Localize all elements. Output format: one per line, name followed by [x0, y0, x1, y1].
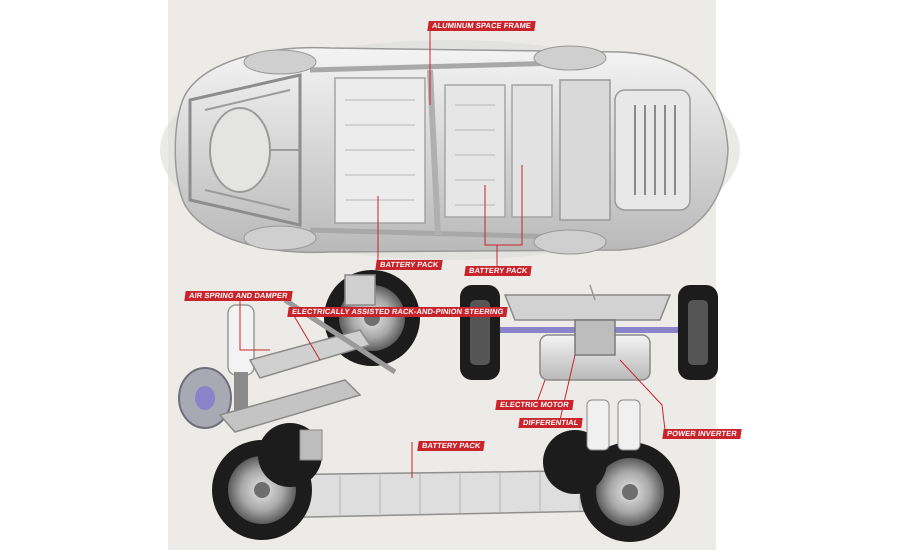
callout-differential: DIFFERENTIAL [518, 418, 584, 428]
callout-battery-pack-right: BATTERY PACK [464, 266, 533, 276]
callout-aluminum-space-frame: ALUMINUM SPACE FRAME [427, 21, 536, 31]
callout-power-inverter: POWER INVERTER [662, 429, 742, 439]
callout-battery-pack-left: BATTERY PACK [375, 260, 444, 270]
rear-drive-unit [460, 284, 718, 381]
callout-electric-motor: ELECTRIC MOTOR [495, 400, 574, 410]
rolling-chassis [212, 399, 680, 542]
callout-battery-pack-chassis: BATTERY PACK [417, 441, 486, 451]
leader-lines [239, 22, 666, 478]
callout-air-spring-and-damper: AIR SPRING AND DAMPER [184, 291, 293, 301]
callout-steering: ELECTRICALLY ASSISTED RACK-AND-PINION ST… [287, 307, 509, 317]
front-suspension-assembly [178, 270, 420, 433]
space-frame-top-view [160, 40, 740, 260]
